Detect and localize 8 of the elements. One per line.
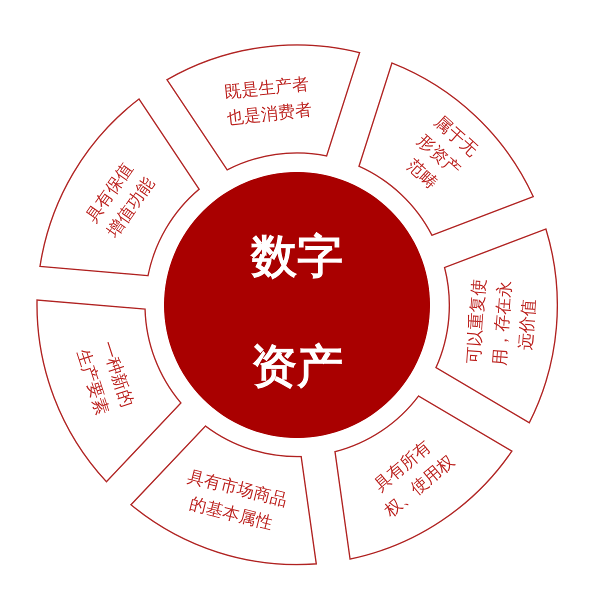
segment-text: 属于无形资产范畴 (402, 111, 482, 194)
segment-text: 可以重复使用，存在永远价值 (463, 276, 540, 368)
segment-text: 既是生产者也是消费者 (222, 73, 314, 130)
segment-text: 具有所有权、使用权 (370, 436, 459, 523)
center-title: 数字资产 (249, 228, 344, 395)
segment-text: 具有市场商品的基本属性 (184, 466, 290, 535)
segment-text: 一种新的生产要素 (72, 338, 138, 420)
segment-text: 具有保值增值功能 (80, 158, 158, 243)
